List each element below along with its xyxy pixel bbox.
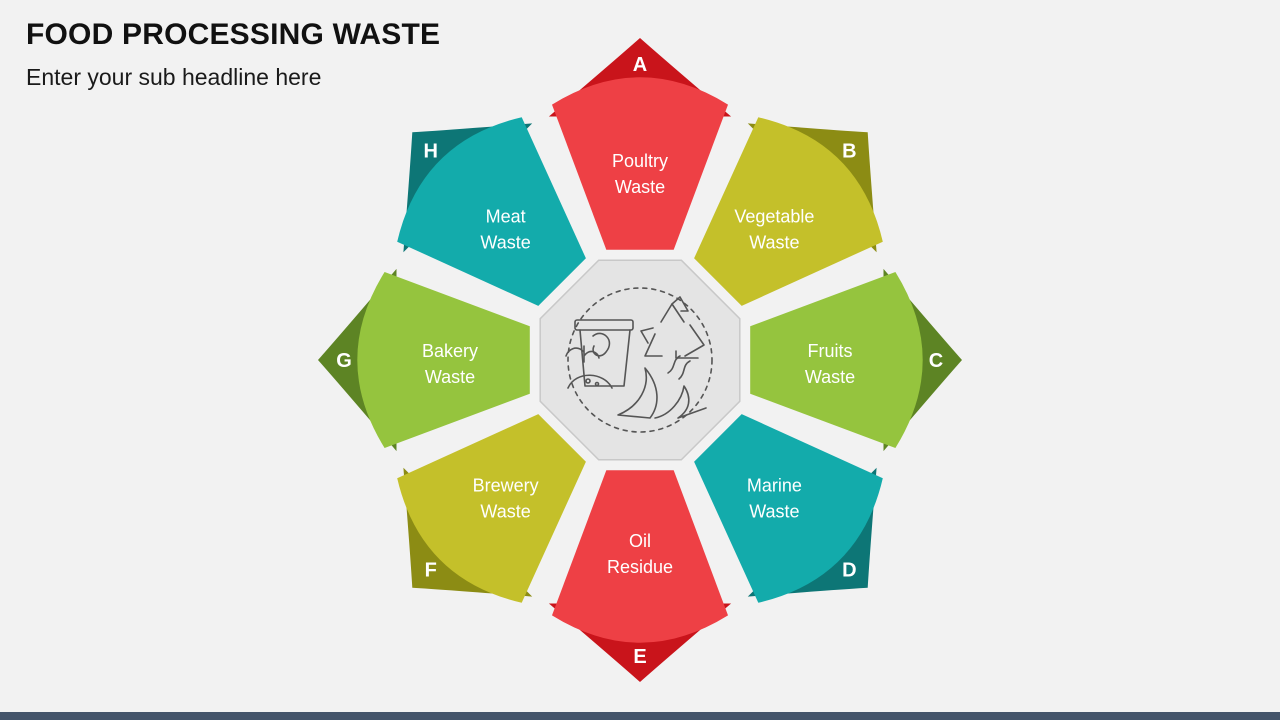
waste-bag-icon (565, 319, 634, 389)
segment-label-line2: Waste (480, 233, 530, 253)
segment-label-line1: Marine (747, 475, 802, 495)
segment-wedge (357, 272, 530, 448)
segment-wedge (750, 272, 923, 448)
segment-label-line2: Waste (425, 367, 475, 387)
page-subtitle: Enter your sub headline here (26, 64, 322, 90)
segment-label-line2: Residue (607, 557, 673, 577)
segment-label-line1: Brewery (473, 475, 539, 495)
segment-letter: H (423, 141, 437, 163)
peel-icon (617, 355, 707, 419)
center-hub (539, 259, 741, 461)
dashed-circle (567, 287, 713, 433)
segment-label-line2: Waste (615, 177, 665, 197)
segment-wedge (397, 414, 586, 603)
segment-label-line2: Waste (749, 233, 799, 253)
segment-label-line2: Waste (805, 367, 855, 387)
segment-label-line1: Oil (629, 531, 651, 551)
segment-label-line1: Poultry (612, 151, 668, 171)
food-waste-recycling-icon (565, 287, 713, 433)
segment-letter: F (425, 559, 437, 581)
bottom-bar (0, 712, 1280, 720)
segment-label-line2: Waste (749, 501, 799, 521)
segments-layer: APoultryWasteBVegetableWasteCFruitsWaste… (318, 38, 962, 682)
segment-wedge (694, 414, 883, 603)
segment-wedge (552, 470, 728, 643)
segment-label-line1: Bakery (422, 341, 478, 361)
segment-wedge (552, 77, 728, 250)
page-title: FOOD PROCESSING WASTE (26, 18, 441, 51)
segment-wedge (397, 117, 586, 306)
segment-label-line2: Waste (480, 501, 530, 521)
segment-label-line1: Meat (486, 207, 526, 227)
segment-letter: E (633, 646, 646, 668)
segment-letter: C (929, 350, 943, 372)
segment-letter: B (842, 141, 856, 163)
segment-letter: D (842, 559, 856, 581)
segment-wedge (694, 117, 883, 306)
recycle-icon (640, 296, 705, 359)
segment-label-line1: Vegetable (734, 207, 814, 227)
segment-letter: G (336, 350, 352, 372)
segment-letter: A (633, 54, 647, 76)
segment-label-line1: Fruits (808, 341, 853, 361)
